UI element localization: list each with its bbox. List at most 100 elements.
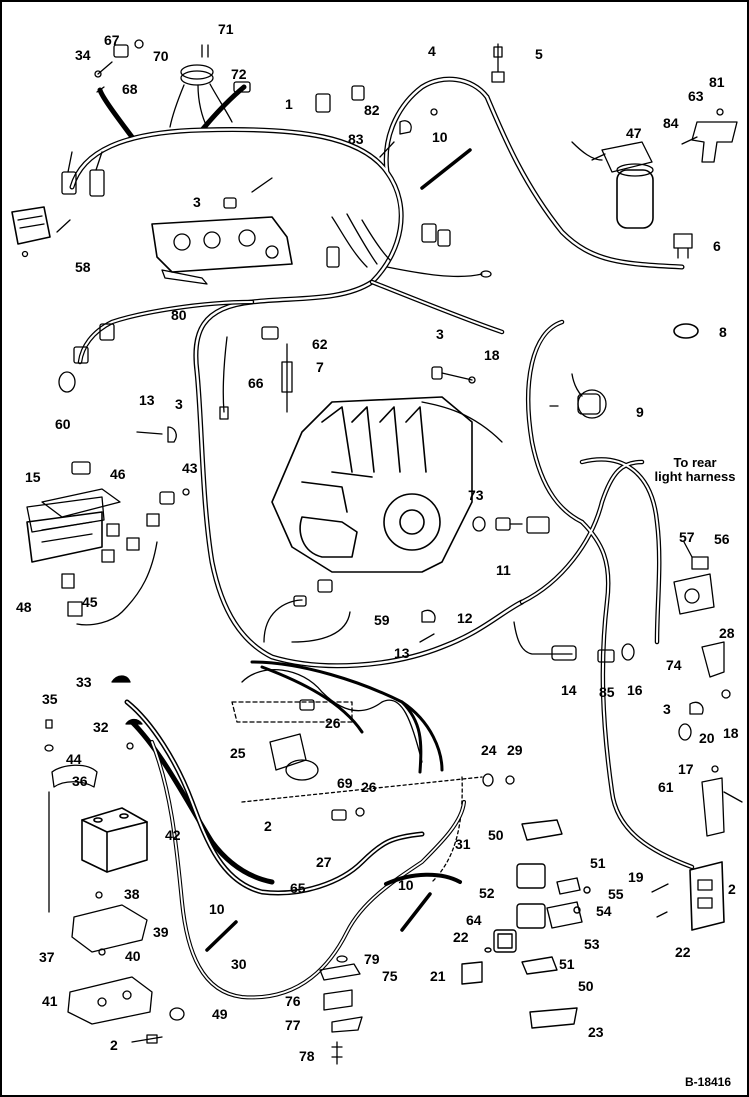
callout-54: 54	[596, 903, 612, 919]
callout-52: 52	[479, 885, 495, 901]
callout-22b: 22	[675, 944, 691, 960]
callout-21: 21	[430, 968, 446, 984]
callout-80: 80	[171, 307, 187, 323]
callout-40: 40	[125, 948, 141, 964]
callout-46: 46	[110, 466, 126, 482]
callout-27: 27	[316, 854, 332, 870]
hold-down-36	[44, 719, 98, 913]
callout-9: 9	[636, 404, 644, 420]
battery-cable-27	[124, 699, 425, 896]
callout-2a: 2	[264, 818, 272, 834]
callout-11: 11	[496, 562, 511, 578]
callout-62: 62	[312, 336, 328, 352]
callout-50a: 50	[488, 827, 504, 843]
callout-35: 35	[42, 691, 58, 707]
bolt-13a	[136, 426, 177, 443]
callout-16: 16	[627, 682, 643, 698]
callout-3a: 3	[193, 194, 201, 210]
callout-63: 63	[688, 88, 704, 104]
callout-73: 73	[468, 487, 484, 503]
callout-45: 45	[82, 594, 98, 610]
callout-68: 68	[122, 81, 138, 97]
note-line-2: light harness	[654, 469, 736, 484]
callout-84: 84	[663, 115, 679, 131]
callout-12: 12	[457, 610, 473, 626]
cable-30	[150, 740, 466, 1000]
solenoid-25	[231, 669, 423, 781]
motor-9	[549, 373, 607, 419]
callout-29: 29	[507, 742, 523, 758]
callout-56: 56	[714, 531, 730, 547]
callout-22a: 22	[453, 929, 469, 945]
callout-61: 61	[658, 779, 674, 795]
callout-53: 53	[584, 936, 600, 952]
callout-58: 58	[75, 259, 91, 275]
cable-tie-10b	[205, 920, 238, 952]
washer-24	[482, 773, 515, 787]
callout-51a: 51	[590, 855, 606, 871]
relay-bracket-46	[26, 461, 190, 626]
callout-1: 1	[285, 96, 293, 112]
callout-43: 43	[182, 460, 198, 476]
bracket-63	[681, 108, 738, 163]
bracket-34	[94, 39, 144, 93]
callout-69: 69	[337, 775, 353, 791]
callout-28: 28	[719, 625, 735, 641]
callout-82: 82	[364, 102, 380, 118]
callout-41: 41	[42, 993, 58, 1009]
callout-33: 33	[76, 674, 92, 690]
sender-5	[491, 43, 505, 83]
callout-5: 5	[535, 46, 543, 62]
callout-17: 17	[678, 761, 694, 777]
callout-18b: 18	[723, 725, 739, 741]
callout-26b: 26	[361, 779, 377, 795]
callout-30: 30	[231, 956, 247, 972]
callout-2c: 2	[110, 1037, 118, 1053]
callout-34: 34	[75, 47, 91, 63]
clamp-82	[379, 108, 438, 158]
callout-23: 23	[588, 1024, 604, 1040]
filter-47	[571, 141, 654, 229]
callout-78: 78	[299, 1048, 315, 1064]
callout-15: 15	[25, 469, 41, 485]
battery-42	[81, 807, 148, 873]
note-line-1: To rear	[673, 455, 717, 470]
callout-71: 71	[218, 21, 234, 37]
callout-39: 39	[153, 924, 169, 940]
callout-31: 31	[455, 836, 471, 852]
callout-74: 74	[666, 657, 682, 673]
callout-67: 67	[104, 32, 120, 48]
callout-47: 47	[626, 125, 642, 141]
callout-38: 38	[124, 886, 140, 902]
bracket-61	[701, 765, 743, 837]
callout-24: 24	[481, 742, 497, 758]
callout-70: 70	[153, 48, 169, 64]
connector-cluster-center	[326, 213, 492, 278]
cable-31	[384, 872, 462, 886]
engine-harness	[250, 660, 444, 774]
callout-25: 25	[230, 745, 246, 761]
bracket-74	[701, 641, 725, 678]
callout-57: 57	[679, 529, 695, 545]
relay-cluster	[461, 819, 591, 1029]
engine	[271, 396, 473, 573]
callout-81: 81	[709, 74, 725, 90]
callout-32: 32	[93, 719, 109, 735]
callout-55: 55	[608, 886, 624, 902]
callout-6: 6	[713, 238, 721, 254]
main-harness	[69, 76, 685, 669]
callout-65: 65	[290, 880, 306, 896]
valve-block-80	[151, 177, 293, 285]
callout-42: 42	[165, 827, 181, 843]
figure-id: B-18416	[685, 1075, 732, 1089]
wire-59	[263, 579, 351, 643]
callout-50b: 50	[578, 978, 594, 994]
mount-76	[319, 955, 363, 1065]
horn-28	[673, 541, 715, 615]
callout-3b: 3	[436, 326, 444, 342]
callout-10a: 10	[432, 129, 448, 145]
callout-72: 72	[231, 66, 247, 82]
callout-76: 76	[285, 993, 301, 1009]
